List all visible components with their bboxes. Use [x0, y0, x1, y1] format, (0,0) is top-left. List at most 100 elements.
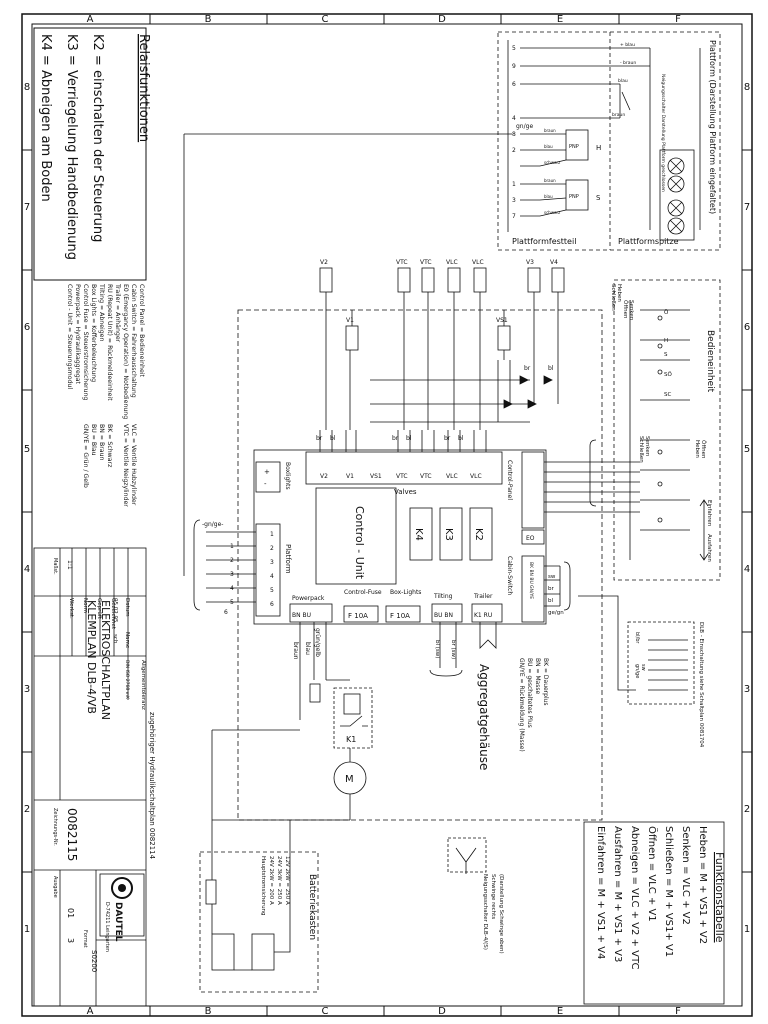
tilt-switch-line: (Darstellung Schwinge oben): [498, 874, 504, 954]
bundle-num: 4: [230, 585, 234, 592]
valve-label: V3: [526, 259, 534, 266]
boxlights-plus: +: [264, 468, 270, 476]
tb-sheet: 01: [66, 908, 75, 918]
bundle-num: 3: [230, 571, 234, 578]
border-ticks: [22, 14, 752, 1016]
valves-connector: [305, 451, 503, 485]
relay-line: K2 = einschalten der Steuerung: [90, 34, 105, 242]
tilt-switch-line: Neigungsschalter DLB-4/(S): [482, 874, 488, 950]
sensor-wire: braun: [544, 128, 556, 133]
pin-number: 2: [512, 147, 516, 154]
function-row: Schließen = M + VS1+ V1: [663, 826, 674, 957]
sensor-wire: blau: [544, 144, 553, 149]
tb-format: S0200: [90, 950, 98, 972]
operating-unit-wires: [544, 300, 690, 560]
platform-pin: 3: [270, 559, 274, 566]
tilt-switch-contact: [621, 91, 631, 111]
relay-functions-box: [33, 27, 147, 281]
control-panel-connector: [521, 451, 545, 529]
switch-contact-icon: [657, 517, 663, 523]
platform-cable: [183, 133, 512, 611]
function-row: Senken = VLC + V2: [680, 826, 691, 925]
trailer-label: Trailer: [473, 593, 493, 600]
eo-connector: [521, 529, 545, 545]
platform-pin: 1: [270, 531, 274, 538]
valve-pin-label: VLC: [470, 473, 482, 480]
col-label: 3: [24, 684, 30, 695]
battery-frame: [199, 851, 319, 993]
pnp-sensor-h: [565, 129, 589, 161]
diode-bridge-wires: [370, 360, 559, 423]
border-cols-left: 8 7 6 5 4 3 2 1: [24, 82, 30, 935]
dlb-frame: [627, 621, 695, 705]
valve-label: VS1: [496, 317, 508, 324]
battery-fuse-row: 24V 3kW = 250 A: [276, 856, 282, 905]
op-label: Schließen: [638, 436, 644, 463]
tb-drawing-no: 0082115: [65, 808, 79, 861]
cabin-wires: [544, 565, 636, 691]
platform-tilt-switch-label: Neigungsschalter Darstellung Plattform g…: [660, 74, 666, 192]
function-row: Ausfahren = M + VS1 + V3: [612, 826, 623, 962]
left-bundle-labels: -gn/ge- 1 2 3 4 5 6: [202, 521, 234, 616]
lamp-icon: [667, 157, 685, 175]
tb-name-header: Name: [124, 632, 130, 649]
switch-label: Ö: [664, 309, 669, 316]
col-label: 2: [744, 804, 750, 815]
tb-row-label: Gezeichnet: [110, 598, 116, 630]
valve-coil-vlc: [473, 267, 487, 293]
platform-labels: Plattform (Darstellung Platform eingefal…: [512, 40, 717, 246]
cabin-switch-connector: [521, 555, 545, 623]
col-label: 4: [744, 564, 750, 575]
switch-contact-icon: [657, 481, 663, 487]
function-row: Öffnen = VLC + V1: [646, 826, 659, 922]
cabin-brace: [563, 561, 571, 611]
border-rows-bottom: A B C D E F: [87, 1006, 682, 1017]
control-panel-label: Control-Panel: [506, 460, 513, 500]
col-label: 7: [744, 202, 750, 213]
tb-scale: 1:1: [66, 560, 73, 570]
dlb-wire: sw: [640, 664, 646, 671]
col-label: 4: [24, 564, 30, 575]
row-label: E: [557, 14, 563, 25]
abbreviation-legend: Control Panel = Bedieneinheit Cabin Swit…: [66, 283, 145, 507]
valve-pin-label: VS1: [370, 473, 382, 480]
function-table-title: Funktionstabelle: [713, 852, 726, 943]
cabin-switch-label: Cabin-Switch: [506, 556, 513, 595]
pin-number: 4: [512, 115, 516, 122]
bundle-bracket: [193, 519, 201, 611]
tilt-switch-frame: [447, 837, 487, 873]
box-lights-label: Box-Lights: [390, 589, 421, 596]
wire-color: br: [392, 435, 399, 442]
title-block-frame: [33, 547, 147, 1007]
lower-labels: Aggregatgehäuse BK = Dauerplus BN = Mass…: [292, 562, 564, 785]
tilting-wires: [439, 622, 497, 668]
tb-date-header: Datum: [124, 598, 130, 617]
wire-label: braun: [612, 112, 625, 118]
cabin-wire: ge/gn: [548, 610, 564, 616]
platform-pin: 2: [270, 545, 274, 552]
col-label: 1: [744, 924, 750, 935]
col-label: 5: [24, 444, 30, 455]
diode-icon: [503, 399, 513, 409]
wire-color: br: [316, 435, 323, 442]
lamp-icon: [667, 199, 685, 217]
housing-frame: [237, 309, 603, 821]
op-label: Ausfahren: [706, 534, 712, 562]
control-fuse: [343, 605, 379, 623]
battery-cell-icon: [211, 933, 235, 971]
platform-label: Platform: [284, 544, 292, 574]
box-lights-value: F 10A: [390, 612, 410, 620]
bedien-brace: [589, 439, 597, 507]
relay-k3: [439, 507, 463, 561]
lamp-cross: [669, 159, 683, 233]
valve-wires: [319, 292, 559, 452]
row-label: C: [322, 1006, 329, 1017]
wire-color: braun: [292, 642, 299, 660]
switch-contact-icon: [657, 315, 663, 321]
switch-label: SÖ: [664, 371, 672, 378]
platform-part1: Plattformfestteil: [512, 237, 576, 246]
pin-number: 8: [512, 131, 516, 138]
boxlights-label: Boxlights: [284, 462, 291, 490]
row-label: A: [87, 14, 94, 25]
